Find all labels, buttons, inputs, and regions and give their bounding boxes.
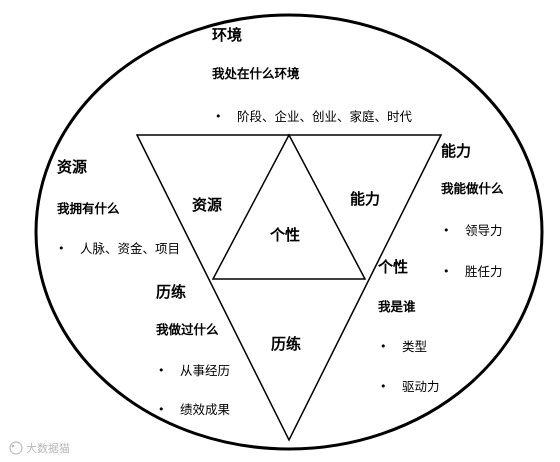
personality-item: 类型: [402, 339, 427, 354]
triangle-label-resources: 资源: [192, 196, 222, 214]
bullet-marker: •: [380, 340, 387, 353]
personality-title: 个性: [377, 258, 408, 276]
resources-title: 资源: [57, 158, 87, 176]
bullet-marker: •: [158, 364, 165, 377]
personality-item: 驱动力: [402, 379, 440, 394]
environment-title: 环境: [212, 26, 242, 44]
experience-item: 绩效成果: [180, 402, 231, 417]
bullet-marker: •: [158, 403, 165, 416]
bullet-marker: •: [380, 380, 387, 393]
resources-item: 人脉、资金、项目: [80, 241, 180, 256]
ability-question: 我能做什么: [441, 181, 504, 196]
personality-question: 我是谁: [378, 299, 416, 314]
experience-question: 我做过什么: [156, 322, 219, 337]
watermark-logo-icon: [11, 444, 15, 448]
triangle-label-experience: 历练: [271, 335, 301, 353]
bullet-marker: •: [58, 242, 65, 255]
environment-item: 阶段、企业、创业、家庭、时代: [237, 109, 413, 124]
watermark: 大数据猫: [9, 441, 70, 455]
triangle-label-personality: 个性: [269, 226, 300, 244]
environment-question: 我处在什么环境: [212, 66, 300, 81]
bullet-marker: •: [443, 224, 450, 237]
watermark-text: 大数据猫: [26, 441, 70, 455]
ability-title: 能力: [441, 142, 471, 160]
ability-item: 胜任力: [465, 264, 503, 279]
outer-ellipse: [34, 13, 544, 451]
bullet-marker: •: [443, 265, 450, 278]
resources-question: 我拥有什么: [57, 201, 120, 216]
experience-item: 从事经历: [180, 363, 230, 378]
watermark-logo-icon: [9, 441, 23, 455]
inner-triangle: [211, 133, 367, 280]
bullet-marker: •: [215, 110, 222, 123]
ability-item: 领导力: [465, 223, 503, 238]
experience-title: 历练: [156, 283, 186, 301]
triangle-label-ability: 能力: [350, 190, 380, 208]
